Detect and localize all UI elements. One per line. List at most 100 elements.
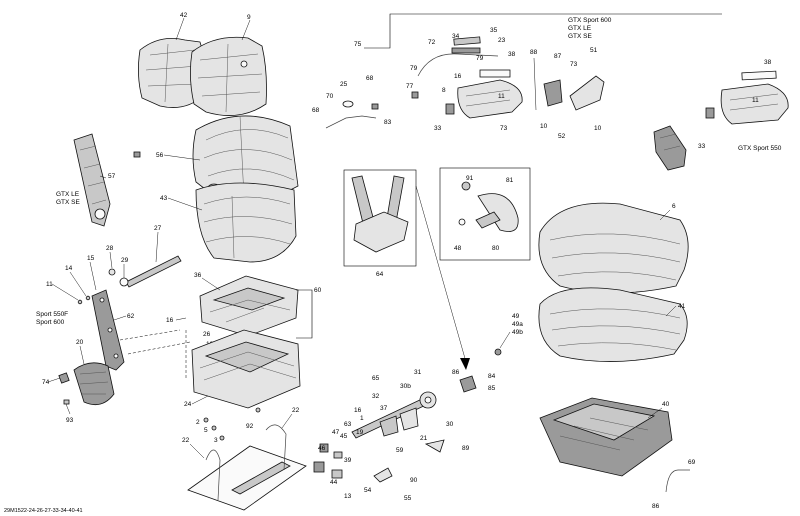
nut-49 bbox=[494, 348, 502, 356]
callout-32: 32 bbox=[372, 393, 380, 400]
note-sport-550f: Sport 550F bbox=[36, 311, 68, 318]
screw-5 bbox=[211, 425, 217, 431]
connector-77 bbox=[411, 91, 419, 99]
callout-30: 30 bbox=[446, 421, 454, 428]
callout-11b: 11 bbox=[498, 93, 505, 100]
callout-19: 19 bbox=[356, 429, 364, 436]
callout-49: 49 bbox=[512, 313, 520, 320]
clip-74 bbox=[58, 372, 70, 384]
side-cover-lower bbox=[73, 362, 115, 406]
note-sport-600: Sport 600 bbox=[36, 319, 65, 326]
callout-85: 85 bbox=[488, 385, 496, 392]
diagram-reference: 29M1522-24-26-27-33-34-40-41 bbox=[4, 508, 83, 514]
screw-2 bbox=[203, 417, 209, 423]
callout-41: 41 bbox=[678, 303, 686, 310]
callout-42: 42 bbox=[180, 12, 188, 19]
callout-23: 23 bbox=[498, 37, 506, 44]
callout-81: 81 bbox=[506, 177, 514, 184]
cable-heater bbox=[417, 36, 511, 78]
callout-16b: 16 bbox=[454, 73, 462, 80]
bolt-11 bbox=[77, 299, 83, 305]
callout-8a: 8 bbox=[442, 87, 446, 94]
callout-15: 15 bbox=[87, 255, 95, 262]
callout-62: 62 bbox=[127, 313, 135, 320]
backrest-cover-right bbox=[190, 36, 267, 116]
callout-52: 52 bbox=[558, 133, 566, 140]
callout-89: 89 bbox=[462, 445, 470, 452]
callout-48: 48 bbox=[454, 245, 462, 252]
wire-harness bbox=[325, 100, 379, 129]
callout-38a: 38 bbox=[508, 51, 516, 58]
callout-1: 1 bbox=[360, 415, 364, 422]
callout-73b: 73 bbox=[570, 61, 578, 68]
callout-84: 84 bbox=[488, 373, 496, 380]
callout-34: 34 bbox=[452, 33, 460, 40]
callout-73a: 73 bbox=[500, 125, 508, 132]
grab-handle-gtx bbox=[445, 79, 523, 119]
seat-cushion-upper bbox=[538, 202, 689, 294]
callout-33b: 33 bbox=[698, 143, 706, 150]
callout-40: 40 bbox=[662, 401, 670, 408]
callout-93: 93 bbox=[66, 417, 74, 424]
callout-20: 20 bbox=[76, 339, 84, 346]
seat-frame-base bbox=[191, 329, 301, 409]
seat-frame-upper bbox=[199, 275, 299, 337]
callout-65: 65 bbox=[372, 375, 380, 382]
callout-22a: 22 bbox=[182, 437, 190, 444]
latch-clip-86 bbox=[459, 375, 477, 393]
latch-small-parts bbox=[313, 439, 445, 483]
callout-80: 80 bbox=[492, 245, 500, 252]
callout-37: 37 bbox=[380, 405, 388, 412]
callout-39: 39 bbox=[344, 457, 352, 464]
control-module bbox=[543, 75, 605, 111]
screw-93 bbox=[63, 399, 70, 405]
inset-81-box bbox=[439, 167, 531, 261]
grab-handle-sport bbox=[705, 83, 789, 125]
callout-28: 28 bbox=[106, 245, 114, 252]
plug-small bbox=[133, 151, 141, 158]
callout-51: 51 bbox=[590, 47, 598, 54]
latch-shaft bbox=[351, 391, 437, 439]
callout-43: 43 bbox=[160, 195, 168, 202]
callout-56: 56 bbox=[156, 152, 164, 159]
backrest-bracket-64 bbox=[351, 175, 409, 253]
callout-31: 31 bbox=[414, 369, 422, 376]
callout-3: 3 bbox=[214, 437, 218, 444]
callout-24: 24 bbox=[184, 401, 192, 408]
seat-base-lower bbox=[538, 287, 688, 362]
callout-5: 5 bbox=[204, 427, 208, 434]
side-handle-black bbox=[653, 125, 687, 171]
callout-25: 25 bbox=[340, 81, 348, 88]
callout-75: 75 bbox=[354, 41, 362, 48]
arrow-head bbox=[460, 358, 470, 370]
callout-72: 72 bbox=[428, 39, 436, 46]
side-panel-gtx bbox=[73, 133, 111, 227]
callout-35: 35 bbox=[490, 27, 498, 34]
callout-68b: 68 bbox=[312, 107, 320, 114]
callout-87: 87 bbox=[554, 53, 562, 60]
note-gtx-se-a: GTX SE bbox=[56, 199, 81, 206]
callout-49b: 49b bbox=[512, 329, 523, 336]
callout-70: 70 bbox=[326, 93, 334, 100]
callout-86a: 86 bbox=[452, 369, 460, 376]
callout-26: 26 bbox=[203, 331, 211, 338]
callout-63: 63 bbox=[344, 421, 352, 428]
callout-11c: 11 bbox=[752, 97, 759, 104]
hinge-bracket bbox=[91, 289, 125, 371]
note-gtx-sport-550: GTX Sport 550 bbox=[738, 145, 782, 152]
callout-55: 55 bbox=[404, 495, 412, 502]
callout-45: 45 bbox=[340, 433, 348, 440]
callout-22b: 22 bbox=[292, 407, 300, 414]
callout-29: 29 bbox=[121, 257, 129, 264]
shaft-rod bbox=[125, 255, 182, 288]
callout-86b: 86 bbox=[652, 503, 660, 510]
callout-69: 69 bbox=[688, 459, 696, 466]
callout-83: 83 bbox=[384, 119, 392, 126]
note-gtx-sport-600: GTX Sport 600 bbox=[568, 17, 612, 24]
strap-mat bbox=[187, 424, 307, 511]
callout-91: 91 bbox=[466, 175, 474, 182]
callout-33a: 33 bbox=[434, 125, 442, 132]
callout-11: 11 bbox=[46, 281, 53, 288]
callout-64: 64 bbox=[376, 271, 384, 278]
